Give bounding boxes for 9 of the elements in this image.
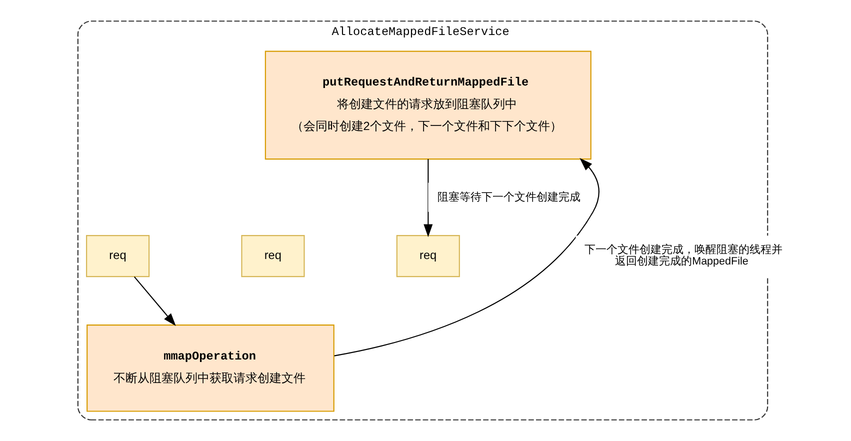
node-box: mmapOperation 不断从阻塞队列中获取请求创建文件 <box>86 324 334 412</box>
edge-label: 阻塞等待下一个文件创建完成 <box>436 192 580 204</box>
node-box: req <box>240 235 304 278</box>
node-box: req <box>396 235 460 278</box>
arrow <box>334 158 599 356</box>
node-box: putRequestAndReturnMappedFile 将创建文件的请求放到阻塞队列中 （会同时创建2个文件，下一个文件和下下个文件） <box>264 50 591 160</box>
arrow <box>133 276 176 326</box>
arrow <box>423 159 432 238</box>
node-box: req <box>86 235 150 278</box>
